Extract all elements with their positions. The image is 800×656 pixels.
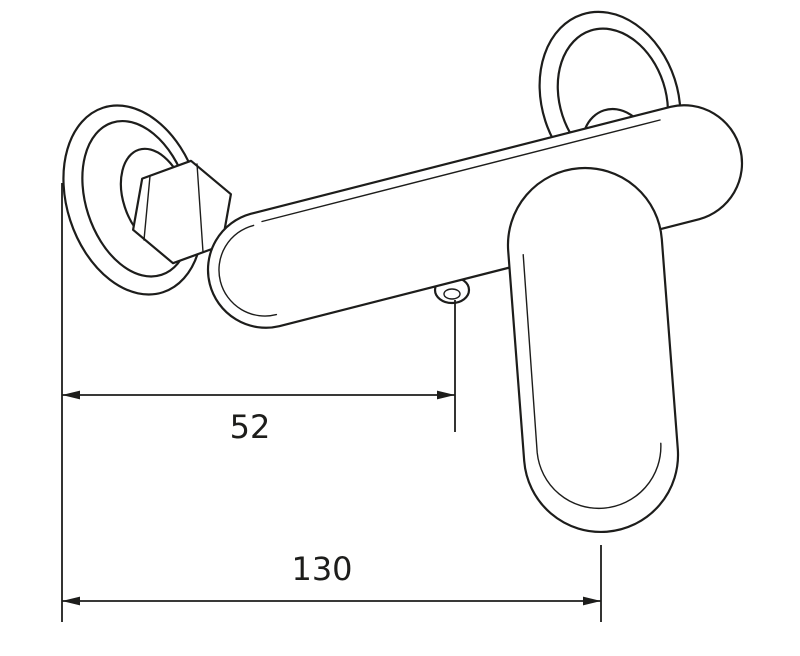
dimension-annotations: 52 130 xyxy=(61,183,602,622)
dimension-52: 52 xyxy=(62,300,456,446)
lever-handle-face-contour xyxy=(522,254,662,510)
mixer-body-top-highlight xyxy=(261,119,661,223)
left-hex-nut-facet-line xyxy=(143,175,151,241)
arrowhead-right-icon xyxy=(437,390,455,400)
arrowhead-left-icon xyxy=(62,596,80,606)
arrowhead-left-icon xyxy=(62,390,80,400)
lever-handle xyxy=(506,166,680,534)
hose-outlet-opening xyxy=(443,288,461,300)
dimension-130: 130 xyxy=(62,545,602,622)
left-hex-nut-facet-line xyxy=(196,163,204,253)
dimension-label-130: 130 xyxy=(291,550,352,588)
dimension-label-52: 52 xyxy=(230,408,271,446)
mixer-body-endcap-contour xyxy=(218,224,278,317)
arrowhead-right-icon xyxy=(583,596,601,606)
faucet-drawing xyxy=(62,10,744,534)
mixer-body xyxy=(206,104,744,329)
